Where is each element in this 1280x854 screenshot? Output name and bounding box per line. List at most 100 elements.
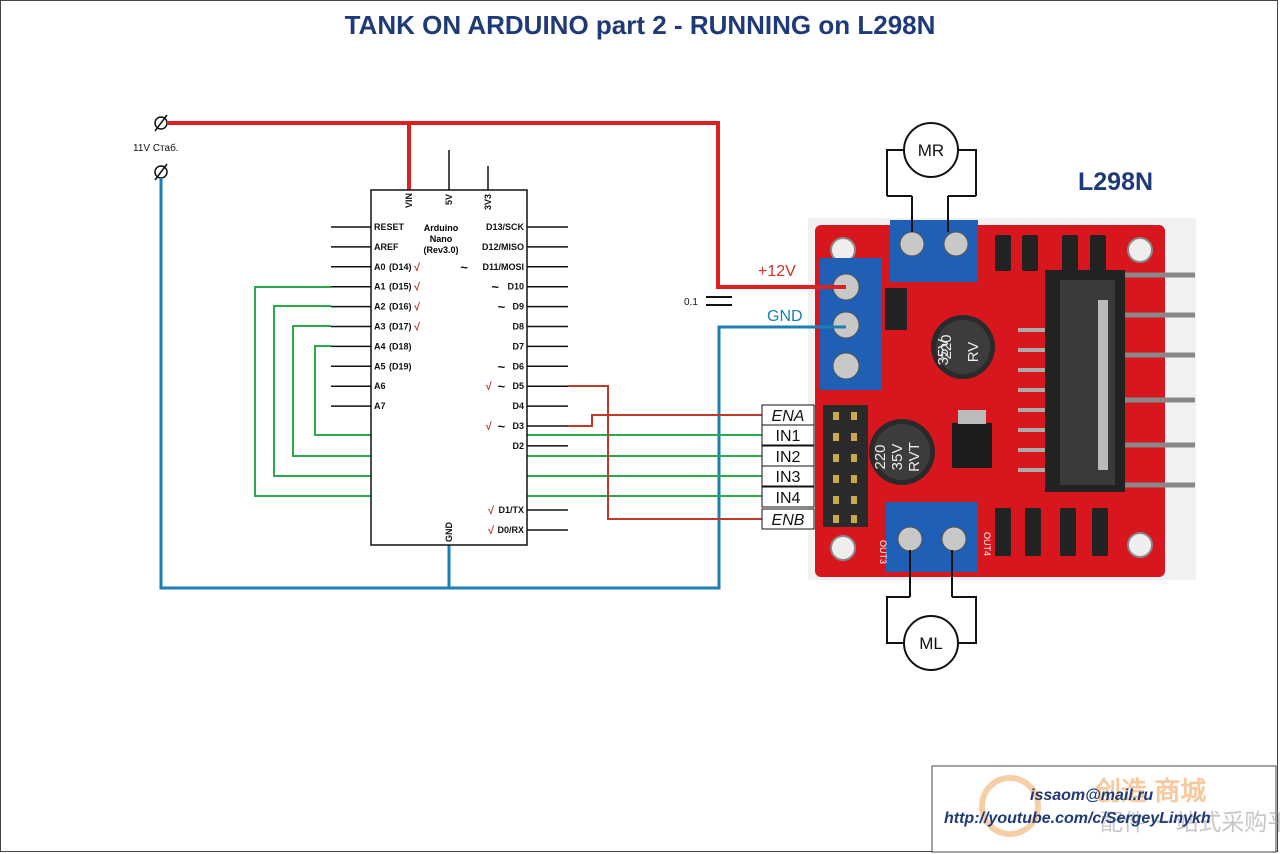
l298n-board: 220 35V RV 220 35V RVT O (808, 218, 1196, 580)
cap2-text-2: 35V (889, 444, 906, 471)
input-label: IN1 (776, 428, 801, 445)
left-pin-check: √ (414, 302, 421, 314)
input-label: IN2 (776, 449, 801, 466)
left-pin-label: A2 (374, 302, 386, 312)
watermark-text-1: 创造 商城 (1094, 776, 1206, 806)
driver-title: L298N (1078, 168, 1153, 196)
right-pin-label: D13/SCK (486, 222, 525, 232)
motor-right: MR (886, 122, 977, 232)
right-pin-label: D5 (512, 381, 524, 391)
wire-d5-enb (568, 385, 762, 520)
left-pin-check: √ (414, 322, 421, 334)
power-supply: 11V Стаб. (133, 114, 179, 181)
header-pins (833, 412, 857, 523)
arduino-left-pins: RESETAREFA0(D14)√A1(D15)√A2(D16)√A3(D17)… (331, 222, 421, 411)
right-pin-pwm: ~ (460, 260, 468, 275)
right-pin-check: √ (486, 381, 493, 393)
voltage-regulator (952, 423, 992, 468)
right-pin-pwm: ~ (491, 280, 499, 295)
arduino-nano: VIN 5V 3V3 GND Arduino Nano (Rev3.0) RES… (331, 150, 568, 546)
left-pin-label: AREF (374, 242, 399, 252)
input-header (823, 405, 868, 527)
right-pin-label: D10 (507, 282, 524, 292)
cap1-text-3: RV (965, 342, 982, 363)
input-label-box (761, 424, 815, 446)
chip-legs (1018, 328, 1045, 472)
left-pin-label: A0 (374, 262, 386, 272)
pin-5v: 5V (444, 194, 454, 205)
arduino-name-2: Nano (430, 234, 453, 244)
heatsink-fin (1098, 300, 1108, 470)
gnd-wire (159, 178, 846, 590)
left-pin-label: A3 (374, 322, 386, 332)
left-pin-alt: (D18) (389, 341, 412, 351)
wire-d3-ena (568, 414, 762, 427)
motor-ml-label: ML (919, 634, 943, 653)
cap2-text-3: RVT (906, 442, 923, 472)
input-label: ENB (772, 512, 805, 529)
terminal-screw (832, 352, 860, 380)
left-pin-alt: (D17) (389, 322, 412, 332)
left-pin-alt: (D14) (389, 262, 412, 272)
arduino-body (370, 189, 528, 546)
pin-3v3: 3V3 (483, 194, 493, 210)
wire-a3-in1 (314, 345, 762, 436)
right-pin-pwm: ~ (498, 359, 506, 374)
left-pin-alt: (D15) (389, 282, 412, 292)
left-pin-label: A1 (374, 282, 386, 292)
credit-email: issaom@mail.ru (1030, 787, 1153, 804)
serial-pin-label: D1/TX (498, 505, 524, 515)
input-label-box (761, 508, 815, 530)
right-pin-label: D8 (512, 322, 524, 332)
vin-wire (167, 121, 846, 289)
right-pin-label: D3 (512, 421, 524, 431)
credit-url: http://youtube.com/c/SergeyLinykh (944, 810, 1211, 827)
right-pin-pwm: ~ (498, 300, 506, 315)
right-pin-pwm: ~ (498, 379, 506, 394)
plus12v-label: +12V (758, 263, 796, 280)
arduino-right-pins: D13/SCKD12/MISOD11/MOSI~D10~D9~D8D7D6~D5… (460, 222, 568, 451)
serial-pin-label: D0/RX (497, 525, 524, 535)
input-label-box (761, 486, 815, 508)
watermark-gear-icon (979, 775, 1041, 837)
right-pin-label: D9 (512, 302, 524, 312)
diodes-top (995, 235, 1106, 271)
left-pin-label: A5 (374, 361, 386, 371)
terminal-screw (897, 526, 923, 552)
capacitor-label: 0.1 (684, 297, 698, 308)
gnd-label: GND (767, 308, 803, 325)
left-pin-label: A6 (374, 381, 386, 391)
left-pin-label: A4 (374, 341, 386, 351)
left-pin-check: √ (414, 282, 421, 294)
cap1-text-2: 35V (935, 339, 952, 366)
supply-label: 11V Стаб. (133, 142, 179, 154)
terminal-screw (943, 231, 969, 257)
out3-label: OUT3 (878, 540, 888, 564)
right-pin-label: D7 (512, 341, 524, 351)
input-label: IN4 (776, 490, 801, 507)
right-pin-label: D4 (512, 401, 524, 411)
motor-left: ML (886, 550, 977, 671)
terminal-screw (941, 526, 967, 552)
pin-vin: VIN (404, 193, 414, 208)
pin-gnd: GND (444, 522, 454, 543)
arduino-name-1: Arduino (424, 223, 459, 233)
left-pin-label: RESET (374, 222, 405, 232)
motor-mr-label: MR (918, 141, 944, 160)
terminal-screw (832, 311, 860, 339)
arduino-name-3: (Rev3.0) (423, 245, 458, 255)
right-pin-label: D2 (512, 441, 524, 451)
mount-hole (1127, 237, 1153, 263)
right-pin-check: √ (486, 421, 493, 433)
diodes-bottom (995, 508, 1108, 556)
terminal-screw (899, 231, 925, 257)
input-label: IN3 (776, 469, 801, 486)
right-pin-label: D11/MOSI (482, 262, 524, 272)
left-pin-alt: (D19) (389, 361, 412, 371)
cap1-text-1: 220 (938, 334, 955, 359)
right-pin-pwm: ~ (498, 419, 506, 434)
jumper (885, 288, 907, 330)
right-pin-label: D6 (512, 361, 524, 371)
